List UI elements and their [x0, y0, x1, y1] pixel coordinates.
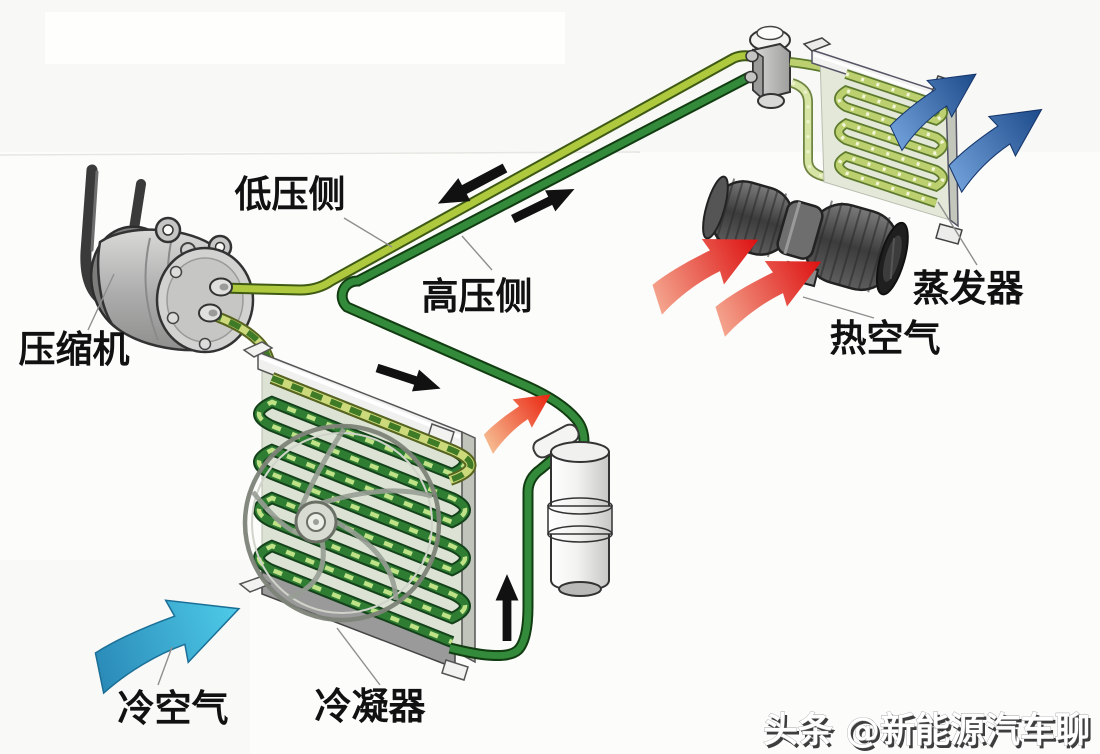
watermark-shadow: 头条 @新能源汽车聊 — [765, 714, 1092, 754]
blower-illustration — [702, 175, 909, 296]
condenser-bracket-top-left — [242, 341, 274, 358]
leader-cold-air — [157, 646, 173, 686]
compressor-mount-lugs — [154, 216, 233, 260]
condenser-illustration — [238, 341, 477, 681]
watermark: 头条 @新能源汽车聊 头条 @新能源汽车聊 — [763, 711, 1093, 754]
label-compressor: 压缩机 — [19, 328, 130, 371]
condenser-coil — [259, 378, 477, 642]
expansion-valve-illustration — [744, 25, 791, 109]
condenser-bracket-bottom-right — [441, 659, 469, 681]
low-pressure-pipe — [220, 50, 751, 296]
label-cold-air: 冷空气 — [118, 687, 229, 730]
high-pressure-pipe — [336, 72, 752, 452]
flow-arrow-up-to-drier — [495, 574, 519, 641]
label-hot-air: 热空气 — [830, 317, 941, 360]
leader-condenser — [336, 627, 381, 686]
leader-low-pressure — [343, 217, 393, 248]
label-evaporator: 蒸发器 — [913, 267, 1025, 310]
leader-compressor — [87, 273, 115, 331]
leader-high-pressure — [461, 235, 493, 271]
leader-evaporator — [937, 201, 978, 266]
evaporator-bracket-top-left — [802, 37, 832, 52]
condenser-fan — [242, 423, 442, 623]
leader-hot-air — [802, 296, 875, 319]
flow-arrow-condenser-top — [373, 357, 445, 400]
label-high-pressure-side: 高压侧 — [422, 275, 533, 318]
label-low-pressure-side: 低压侧 — [235, 173, 346, 216]
watermark-text: 头条 @新能源汽车聊 — [763, 711, 1090, 751]
compressor-ports — [198, 277, 233, 323]
condenser-outlet-pipe — [448, 443, 570, 662]
leader-lines — [87, 201, 978, 686]
compressor-illustration — [89, 216, 255, 354]
receiver-drier-illustration — [532, 423, 613, 597]
label-condenser: 冷凝器 — [315, 685, 427, 728]
